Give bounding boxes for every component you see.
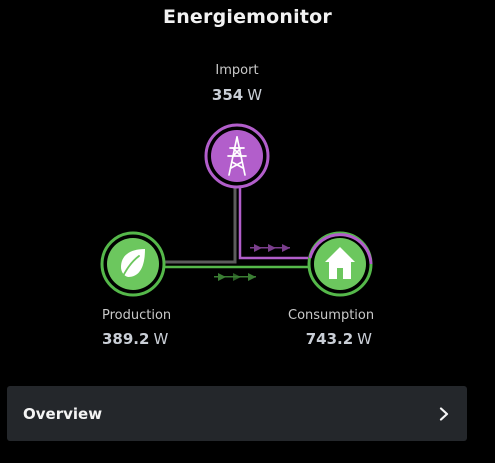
overview-button[interactable]: Overview (7, 386, 467, 441)
transmission-tower-icon (227, 136, 247, 176)
grid-to-consumption-line (238, 186, 308, 260)
import-flow-arrows (250, 244, 290, 252)
consumption-label: Consumption (288, 308, 375, 323)
consumption-unit: W (357, 330, 372, 348)
overview-label: Overview (23, 404, 103, 423)
import-label: Import (215, 63, 259, 78)
consumption-node[interactable] (307, 231, 373, 297)
home-icon (325, 247, 355, 279)
import-node[interactable] (204, 123, 270, 189)
production-flow-arrows (214, 273, 256, 281)
card-title: Energiemonitor (163, 6, 332, 28)
import-unit: W (247, 86, 263, 104)
production-node[interactable] (100, 231, 166, 297)
production-value-number: 389.2 (102, 330, 150, 348)
consumption-import-arc (308, 233, 373, 265)
energy-flow-diagram (100, 123, 373, 297)
production-unit: W (153, 330, 169, 348)
import-value-number: 354 (211, 86, 244, 104)
production-to-grid-line (163, 186, 237, 264)
production-label: Production (102, 308, 172, 323)
chevron-right-icon (437, 406, 451, 421)
consumption-value-number: 743.2 (305, 330, 354, 348)
leaf-icon (120, 249, 145, 281)
